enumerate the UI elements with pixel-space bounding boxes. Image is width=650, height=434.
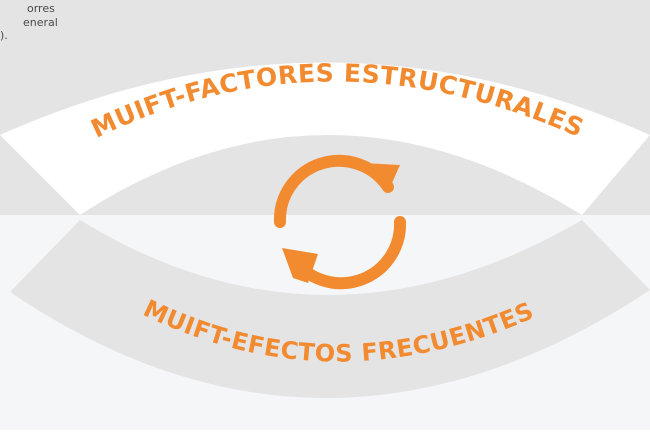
bottom-arc-band [10,220,650,399]
cycle-arrowhead-bottom [282,248,318,283]
note-line-3: ). [0,29,8,42]
truncated-note-text: orres eneral ). [0,2,58,43]
note-line-2: eneral [23,15,58,29]
top-arc-band [0,62,650,215]
note-line-1: orres [27,2,55,15]
cycle-arrowhead-top [362,163,400,192]
